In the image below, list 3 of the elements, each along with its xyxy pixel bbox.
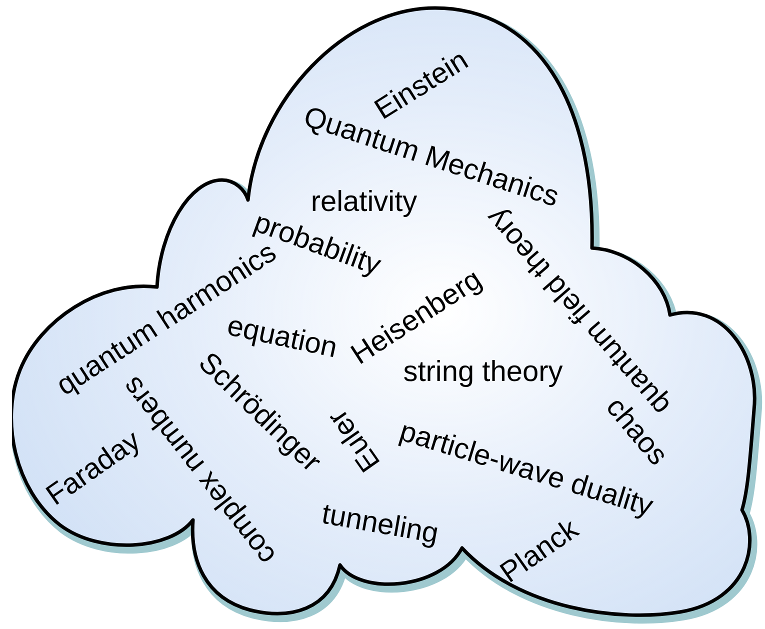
cloud-shape <box>12 5 763 625</box>
cloud-word: tunneling <box>319 499 441 551</box>
cloud-word: relativity <box>310 187 418 218</box>
